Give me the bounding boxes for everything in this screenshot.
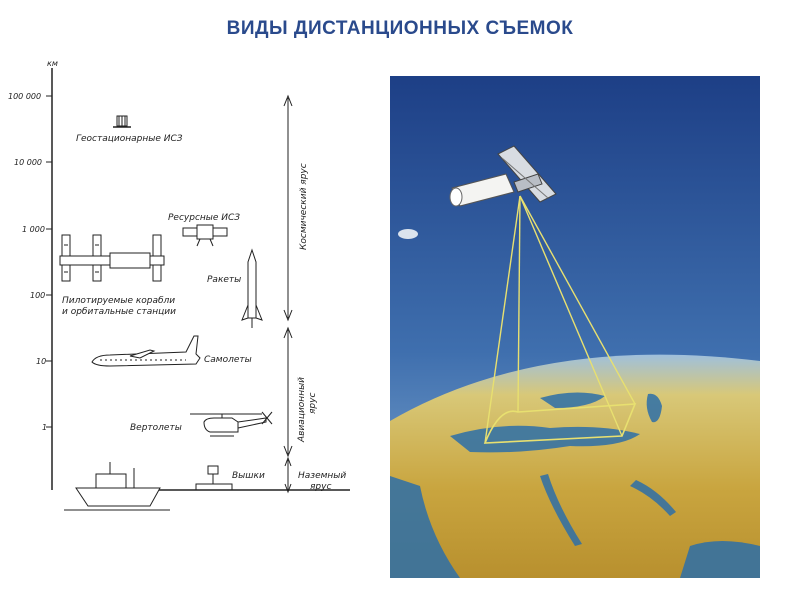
tick-label: 10 [36,357,46,366]
label-rockets: Ракеты [207,275,241,285]
airplane-icon [91,335,201,367]
satellite-photo [390,76,760,578]
earth-globe [390,354,760,578]
satellite-photo-svg [390,76,760,578]
label-manned-line1: Пилотируемые корабли [62,296,175,306]
tower-icon [195,465,233,491]
tier-ground-line1: Наземный [298,471,346,481]
sensor-beams [484,195,636,444]
ocean-left [390,476,460,578]
rocket-icon [241,248,263,328]
ocean-right [680,541,760,578]
sea-caspian [646,393,662,423]
page-title: ВИДЫ ДИСТАНЦИОННЫХ СЪЕМОК [226,18,574,39]
altitude-diagram: км 100 000 10 000 1 000 100 10 1 Геостац… [8,59,350,511]
tick-label: 100 [30,291,45,300]
resource-satellite-icon [182,224,228,247]
sea-black [540,392,605,408]
tick-label: 1 [42,423,47,432]
axis-unit: км [47,59,58,68]
tier-aviation-line2: ярус [308,393,318,414]
tick-label: 100 000 [8,92,41,101]
orbital-station-icon [59,234,165,282]
sea-mediterranean [450,425,640,453]
sea-gulf [630,480,676,516]
aviation-tier-arrow [283,326,293,458]
helicopter-icon [190,411,273,437]
tick-marks [46,95,52,428]
label-resource-satellite: Ресурсные ИСЗ [168,213,240,223]
ground-footprint [483,403,637,444]
ground-tier-arrow [284,456,292,494]
tick-label: 10 000 [14,158,42,167]
label-geostationary: Геостационарные ИСЗ [76,134,183,144]
moon-icon [398,229,418,239]
tier-ground-line2: ярус [310,482,331,492]
label-manned-line2: и орбитальные станции [62,307,176,317]
geostationary-satellite-icon [113,115,131,128]
label-helicopters: Вертолеты [130,423,182,433]
tier-aviation-line1: Авиационный [297,377,307,443]
tick-labels: 100 000 10 000 1 000 100 10 1 [8,92,47,432]
label-towers: Вышки [232,471,265,481]
ship-icon [64,462,170,511]
sea-red [540,474,582,546]
satellite-icon [449,145,557,207]
tick-label: 1 000 [22,225,45,234]
tier-space: Космический ярус [299,163,309,250]
space-tier-arrow [283,94,293,322]
label-planes: Самолеты [204,355,252,365]
